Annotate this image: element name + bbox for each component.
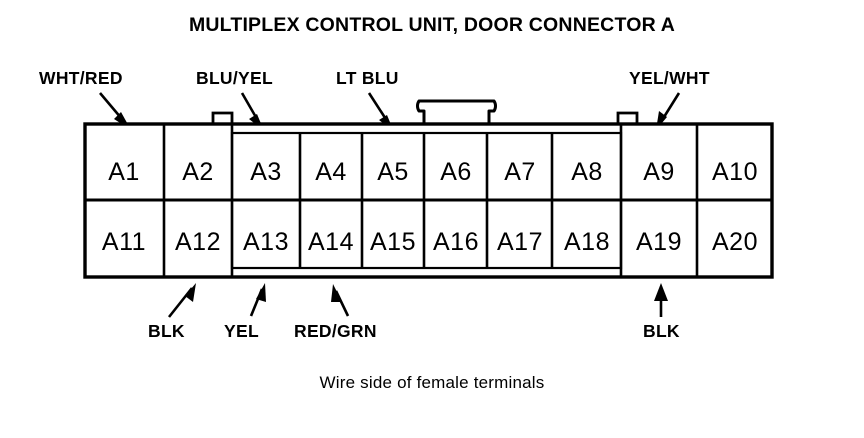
- wire-label-yel: YEL: [224, 321, 259, 341]
- wire-label-blu-yel: BLU/YEL: [196, 68, 273, 88]
- leader-arrow-red-grn: [331, 284, 350, 317]
- pin-cell-a14[interactable]: A14: [308, 228, 354, 256]
- pin-cell-a15[interactable]: A15: [370, 228, 416, 256]
- wire-label-blk-left: BLK: [148, 321, 185, 341]
- pin-cell-a4[interactable]: A4: [315, 158, 347, 186]
- leader-arrow-blk-right: [654, 283, 668, 317]
- wire-label-lt-blu: LT BLU: [336, 68, 399, 88]
- pin-cell-a1[interactable]: A1: [108, 158, 140, 186]
- pin-cell-a3[interactable]: A3: [250, 158, 282, 186]
- wire-label-yel-wht: YEL/WHT: [629, 68, 710, 88]
- wire-label-red-grn: RED/GRN: [294, 321, 377, 341]
- pin-cell-a2[interactable]: A2: [182, 158, 214, 186]
- wire-label-blk-right: BLK: [643, 321, 680, 341]
- wire-label-wht-red: WHT/RED: [39, 68, 123, 88]
- housing-latch-center: [416, 99, 497, 126]
- pin-cell-a18[interactable]: A18: [564, 228, 610, 256]
- pin-cell-a8[interactable]: A8: [571, 158, 603, 186]
- pin-cell-a6[interactable]: A6: [440, 158, 472, 186]
- page-title: MULTIPLEX CONTROL UNIT, DOOR CONNECTOR A: [189, 14, 675, 36]
- pin-row-top: A1 A2 A3 A4 A5 A6 A7 A8 A9 A10: [108, 158, 758, 186]
- pin-cell-a7[interactable]: A7: [504, 158, 536, 186]
- pin-cell-a20[interactable]: A20: [712, 228, 758, 256]
- pin-cell-a10[interactable]: A10: [712, 158, 758, 186]
- pin-cell-a11[interactable]: A11: [102, 228, 146, 256]
- column-dividers: [162, 124, 699, 277]
- leader-arrow-yel: [249, 283, 266, 317]
- pin-cell-a13[interactable]: A13: [243, 228, 289, 256]
- leader-arrow-blk-left: [167, 283, 196, 318]
- pin-cell-a17[interactable]: A17: [497, 228, 543, 256]
- pin-cell-a19[interactable]: A19: [636, 228, 682, 256]
- pin-row-bottom: A11 A12 A13 A14 A15 A16 A17 A18 A19 A20: [102, 228, 758, 256]
- pin-cell-a9[interactable]: A9: [643, 158, 675, 186]
- pin-cell-a16[interactable]: A16: [433, 228, 479, 256]
- pin-cell-a12[interactable]: A12: [175, 228, 221, 256]
- pin-cell-a5[interactable]: A5: [377, 158, 409, 186]
- figure-caption: Wire side of female terminals: [320, 373, 545, 392]
